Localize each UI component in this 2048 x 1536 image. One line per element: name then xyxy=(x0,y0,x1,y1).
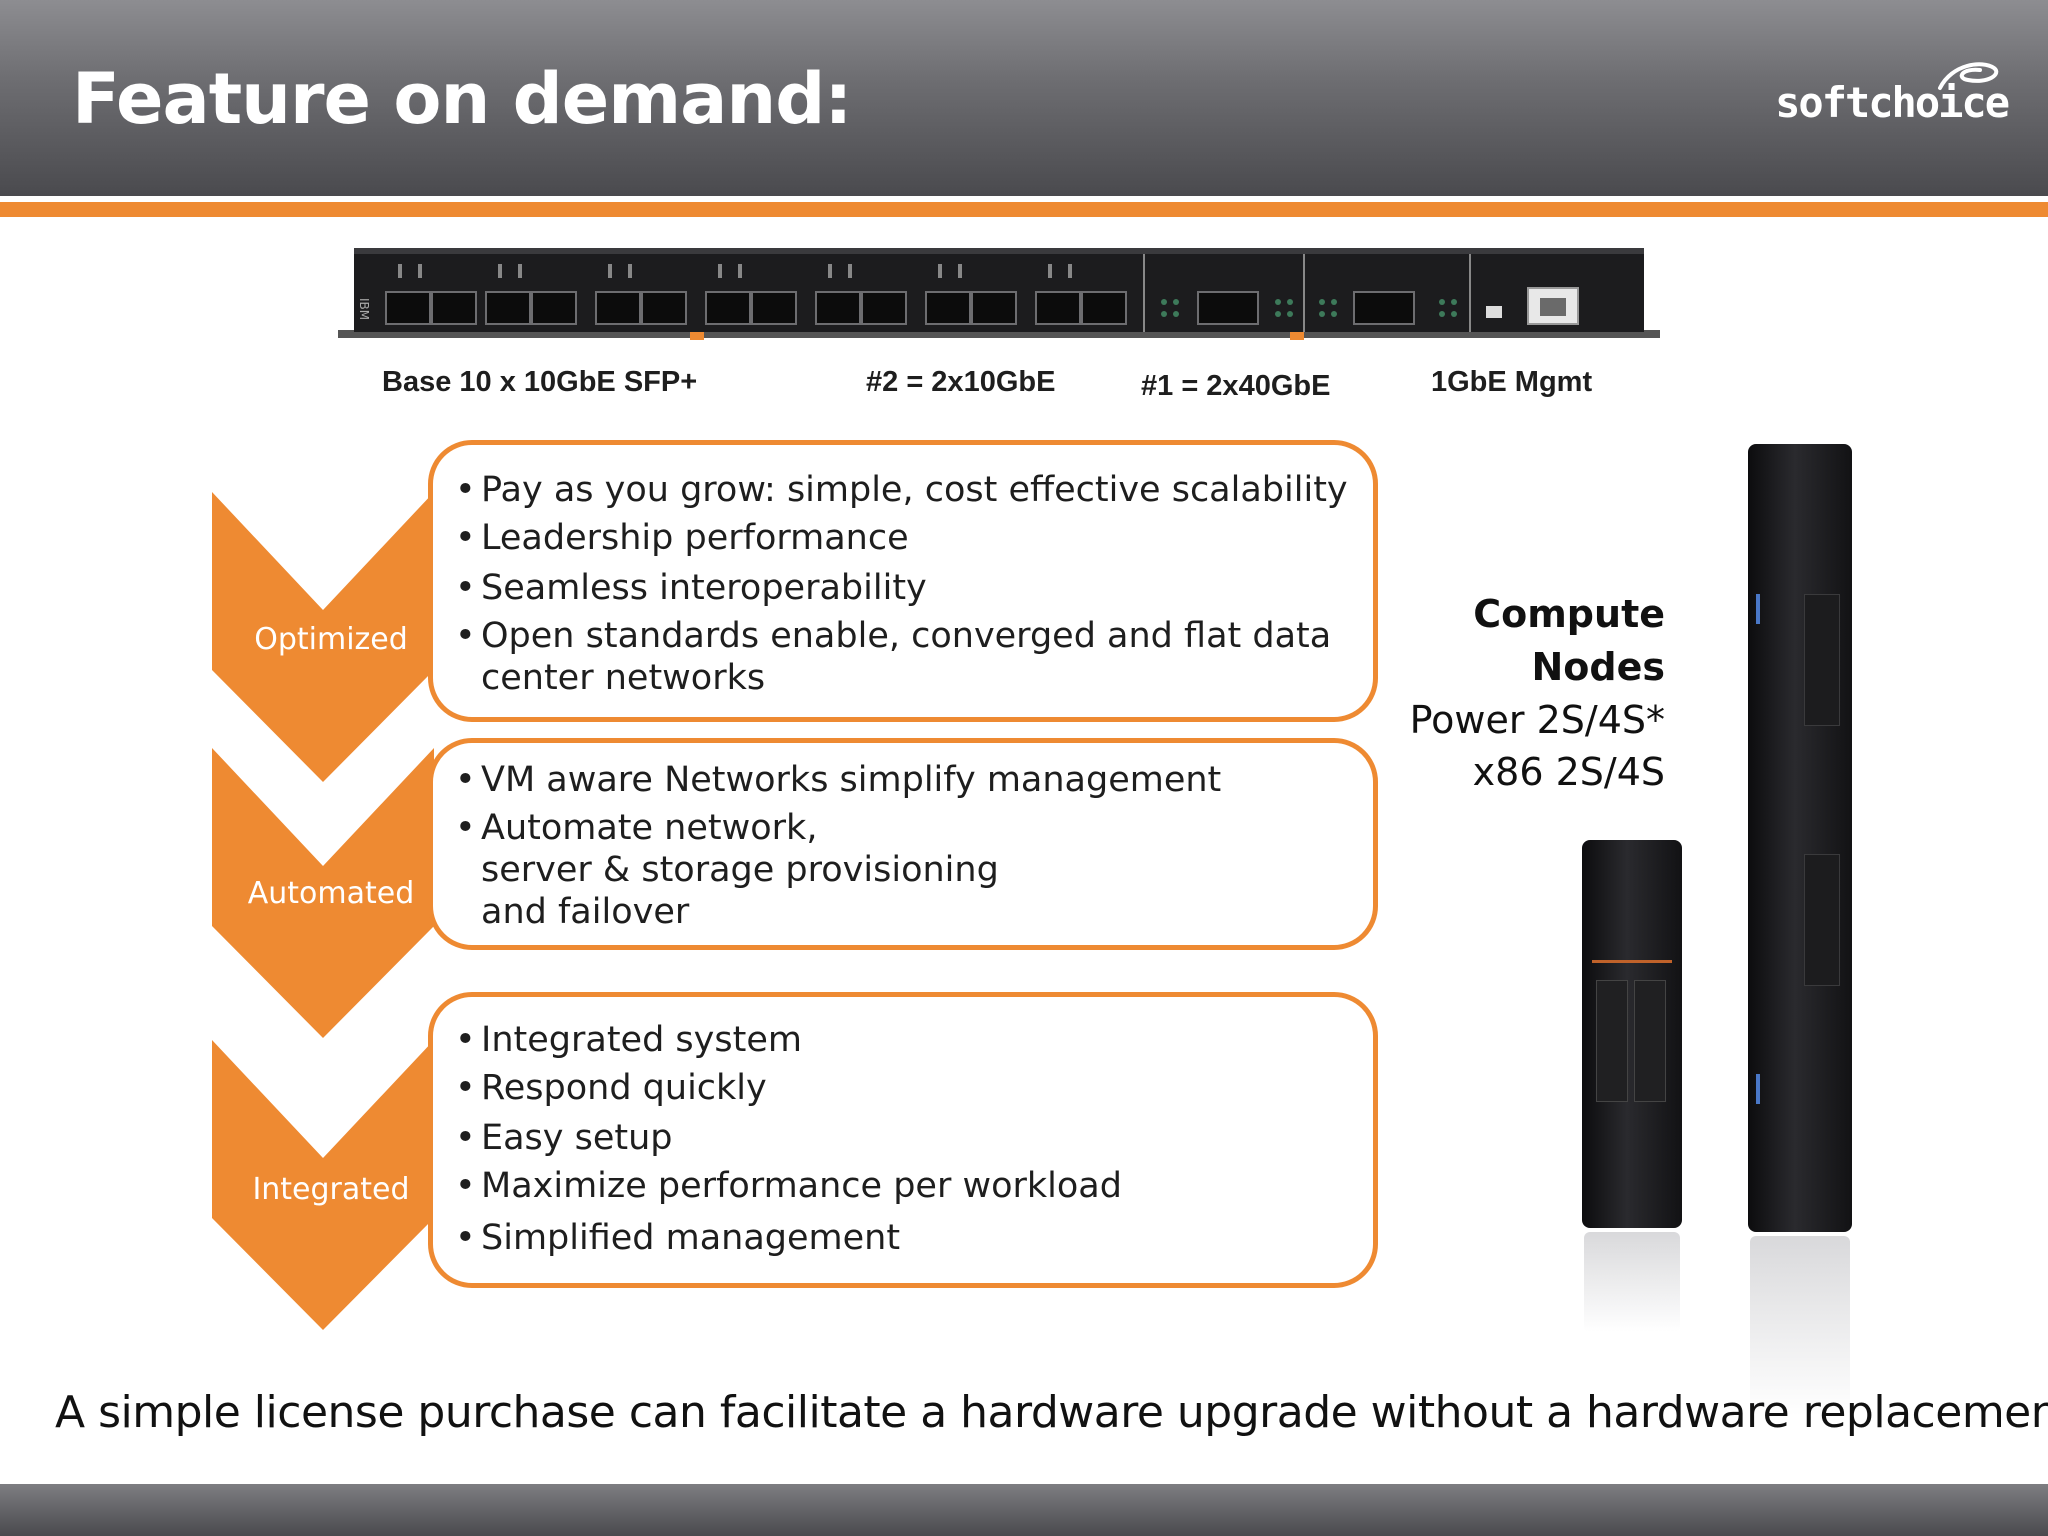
list-item: Simplified management xyxy=(455,1217,900,1259)
accent-bar xyxy=(0,202,2048,217)
node-bay xyxy=(1596,980,1628,1102)
compute-title-line2: Nodes xyxy=(1531,645,1665,689)
node-led xyxy=(1756,1074,1760,1104)
chevron-optimized-icon xyxy=(212,492,434,782)
softchoice-logo: softchoice xyxy=(1775,58,2010,138)
port-label-base: Base 10 x 10GbE SFP+ xyxy=(382,366,698,398)
node-bay xyxy=(1804,594,1840,726)
compute-node-small-image xyxy=(1582,840,1682,1228)
header-bar: Feature on demand: softchoice xyxy=(0,0,2048,196)
bottom-bar xyxy=(0,1484,2048,1536)
header-divider xyxy=(0,196,2048,202)
chevron-integrated-icon xyxy=(212,1040,434,1330)
list-item: Leadership performance xyxy=(455,517,909,559)
compute-node-large-reflection xyxy=(1750,1236,1850,1416)
port-label-upgrade-2: #2 = 2x10GbE xyxy=(866,366,1056,398)
footer-statement: A simple license purchase can facilitate… xyxy=(55,1387,2048,1438)
logo-swirl-icon xyxy=(1938,62,1999,90)
compute-node-large-image xyxy=(1748,444,1852,1232)
section-label-integrated: Integrated xyxy=(252,1172,410,1207)
network-switch-image: IBM xyxy=(338,248,1660,340)
slide-title: Feature on demand: xyxy=(72,58,852,140)
node-bay xyxy=(1804,854,1840,986)
compute-title-line1: Compute xyxy=(1473,592,1665,636)
node-handle xyxy=(1592,960,1672,963)
integrated-box: Integrated system Respond quickly Easy s… xyxy=(428,992,1378,1288)
list-item: VM aware Networks simplify management xyxy=(455,759,1221,801)
list-item: Automate network,server & storage provis… xyxy=(455,807,999,933)
node-led xyxy=(1756,594,1760,624)
automated-box: VM aware Networks simplify management Au… xyxy=(428,738,1378,950)
svg-text:IBM: IBM xyxy=(357,298,371,320)
list-item: Integrated system xyxy=(455,1019,802,1061)
logo-text: softchoice xyxy=(1775,78,2010,127)
node-bay xyxy=(1634,980,1666,1102)
list-item: Seamless interoperability xyxy=(455,567,927,609)
list-item: Respond quickly xyxy=(455,1067,767,1109)
compute-nodes-caption: Compute Nodes Power 2S/4S* x86 2S/4S xyxy=(1410,588,1665,798)
section-label-optimized: Optimized xyxy=(254,622,408,657)
list-item: Easy setup xyxy=(455,1117,673,1159)
list-item: Pay as you grow: simple, cost effective … xyxy=(455,469,1348,511)
list-item: Maximize performance per workload xyxy=(455,1165,1122,1207)
compute-x86: x86 2S/4S xyxy=(1472,750,1665,794)
port-label-upgrade-1: #1 = 2x40GbE xyxy=(1141,370,1331,402)
list-item: Open standards enable, converged and fla… xyxy=(455,615,1331,699)
compute-power: Power 2S/4S* xyxy=(1409,698,1665,742)
port-label-mgmt: 1GbE Mgmt xyxy=(1431,366,1593,398)
chevron-automated-icon xyxy=(212,748,434,1038)
compute-node-small-reflection xyxy=(1584,1232,1680,1332)
optimized-box: Pay as you grow: simple, cost effective … xyxy=(428,440,1378,722)
section-label-automated: Automated xyxy=(247,876,415,911)
